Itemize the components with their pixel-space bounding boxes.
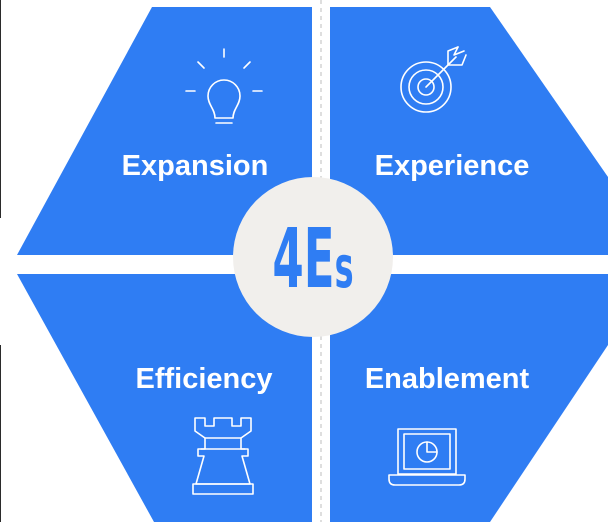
quadrant-expansion: [17, 7, 312, 255]
expansion-label: Expansion: [122, 150, 269, 182]
experience-label: Experience: [375, 150, 530, 182]
quadrant-enablement: [330, 274, 608, 522]
laptop-chart-icon: [388, 428, 466, 486]
efficiency-label: Efficiency: [136, 363, 273, 395]
center-circle: [233, 177, 393, 337]
center-label-suffix: s: [335, 235, 354, 302]
quadrant-efficiency: [17, 274, 312, 522]
quadrant-experience: [330, 7, 608, 255]
chess-rook-icon: [192, 417, 254, 495]
lightbulb-icon: [185, 48, 263, 124]
enablement-label: Enablement: [365, 363, 530, 395]
svg-text:4Es: 4Es: [272, 211, 353, 306]
center-label-main: 4E: [272, 211, 334, 306]
target-arrow-icon: [400, 46, 467, 113]
center-label: 4Es: [272, 211, 353, 306]
